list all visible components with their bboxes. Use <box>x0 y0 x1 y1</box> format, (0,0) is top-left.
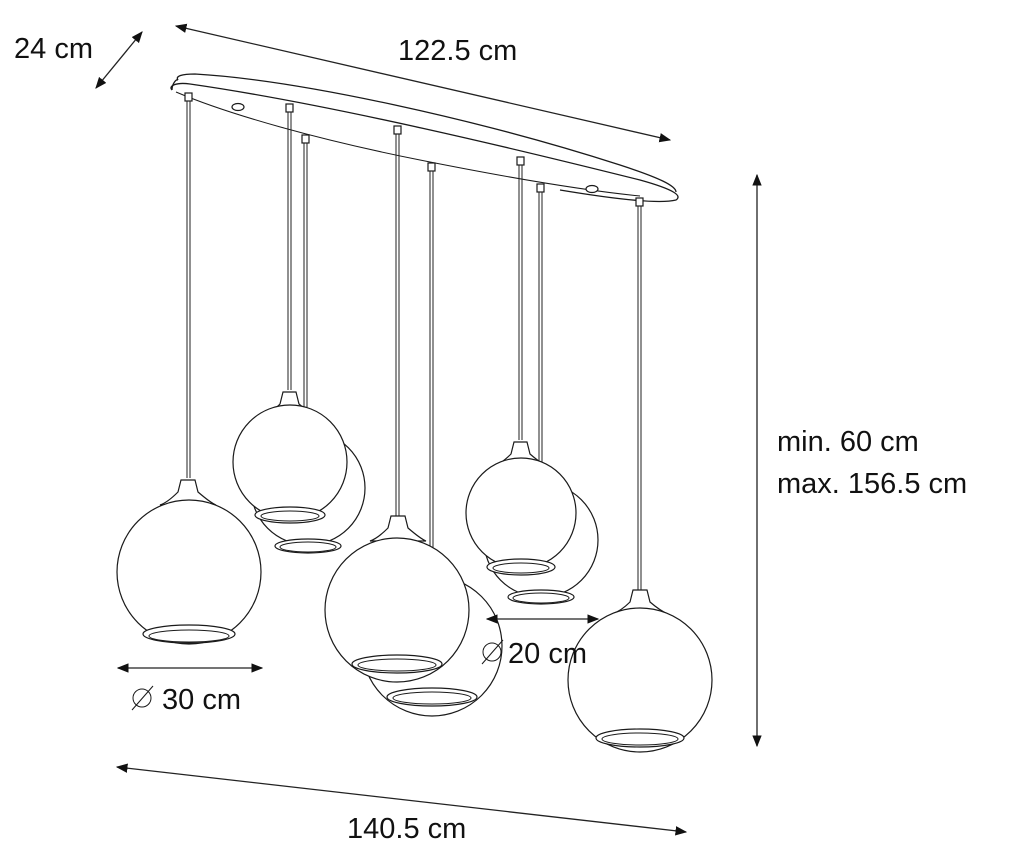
pendant-shade-large <box>116 479 262 645</box>
pendant-shade-small <box>232 391 348 524</box>
pendant-shade-small <box>465 441 577 576</box>
large-diameter-label: 30 cm <box>131 684 241 716</box>
total-width-arrow <box>115 763 688 836</box>
diameter-symbol-icon <box>131 685 154 711</box>
depth-label: 24 cm <box>14 33 93 65</box>
total-width-label: 140.5 cm <box>347 813 466 845</box>
ceiling-canopy <box>170 73 679 203</box>
svg-text:20 cm: 20 cm <box>508 638 587 670</box>
height-min-label: min. 60 cm <box>777 426 919 458</box>
pendant-shade-large <box>567 589 713 753</box>
pendant-shade-large <box>324 515 470 683</box>
length-dimension-arrow <box>174 23 672 143</box>
screw-cap-icon <box>231 102 245 112</box>
svg-text:30 cm: 30 cm <box>162 684 241 716</box>
diameter-symbol-icon <box>481 639 504 665</box>
height-max-label: max. 156.5 cm <box>777 468 967 500</box>
length-label: 122.5 cm <box>398 35 517 67</box>
small-diameter-label: 20 cm <box>481 638 587 670</box>
depth-dimension-arrow <box>95 31 143 89</box>
screw-cap-icon <box>585 184 599 194</box>
